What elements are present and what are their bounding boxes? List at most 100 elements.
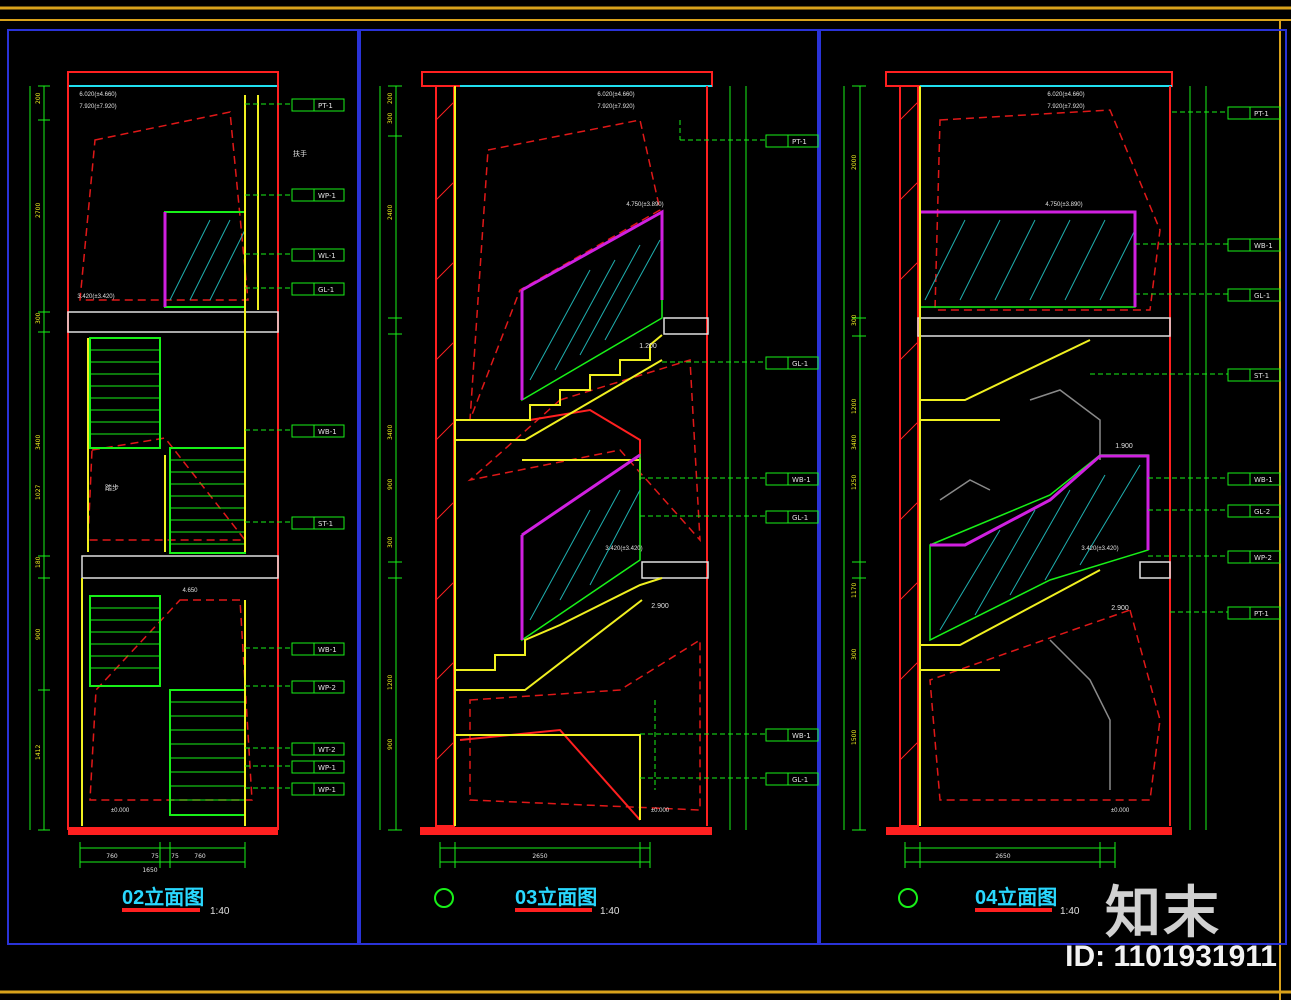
material-tag-02-0: PT-1: [318, 102, 333, 110]
material-tag-04-7: PT-1: [1254, 610, 1269, 618]
material-tag-03-5: GL-1: [792, 776, 808, 784]
dim-left-02-1: 2700: [35, 203, 42, 218]
material-tag-04-4: WB-1: [1254, 476, 1273, 484]
material-tag-03-1-box: [765, 356, 819, 370]
panel-borders: [7, 29, 1287, 945]
grid-marker-a-2: [898, 888, 918, 908]
drawing-title-02: 02立面图: [122, 885, 204, 909]
dim-left-02-0: 200: [35, 92, 42, 104]
drawing-title-03: 03立面图: [515, 885, 597, 909]
dim-left-04-2: 1200: [851, 399, 858, 414]
material-tag-02-5-box: [291, 516, 345, 530]
material-tag-02-1-box: [291, 188, 345, 202]
drawing-labels: 02立面图 1:40 6.020(±4.660) 7.920(±7.920) 3.420…: [35, 92, 1281, 917]
drawing-scale-02: 1:40: [210, 906, 230, 917]
material-tag-03-4: WB-1: [792, 732, 811, 740]
material-tag-02-1: WP-1: [318, 192, 336, 200]
dim-bottom-02-2: 75: [171, 853, 179, 860]
dim-left-04-0: 2000: [851, 155, 858, 170]
dim-bottom-02-3: 760: [194, 853, 206, 860]
material-tag-03-0-box: [765, 134, 819, 148]
dim-left-02-7: 1412: [35, 745, 42, 760]
dim-bottom-03-0: 2650: [532, 853, 547, 860]
dim-left-04-5: 1170: [851, 583, 858, 598]
drawing-scale-03: 1:40: [600, 906, 620, 917]
dim-left-03-2: 2400: [387, 205, 394, 220]
dim-left-04-3: 3400: [851, 435, 858, 450]
dim-left-03-0: 200: [387, 92, 394, 104]
material-tag-04-5-box: [1227, 504, 1281, 518]
dim-bottom-04-0: 2650: [995, 853, 1010, 860]
dim-bottom-02-0: 760: [106, 853, 118, 860]
mid-level-2-04: 3.420(±3.420): [1081, 546, 1118, 552]
top-level-a-02: 6.020(±4.660): [79, 92, 116, 98]
mid-level-2-03: 3.420(±3.420): [605, 546, 642, 552]
material-tag-03-1: GL-1: [792, 360, 808, 368]
dim-left-03-7: 900: [387, 738, 394, 750]
top-level-a-04: 6.020(±4.660): [1047, 92, 1084, 98]
material-tag-02-8-box: [291, 742, 345, 756]
top-level-b-02: 7.920(±7.920): [79, 104, 116, 110]
note-03-0: 2.900: [651, 603, 669, 610]
floor-level-04: ±0.000: [1111, 808, 1130, 814]
mid-level-1-04: 4.750(±3.890): [1045, 202, 1082, 208]
mid-level-1-03: 4.750(±3.890): [626, 202, 663, 208]
material-tag-02-7: WP-2: [318, 684, 336, 692]
drawing-scale-04: 1:40: [1060, 906, 1080, 917]
material-tag-03-2: WB-1: [792, 476, 811, 484]
dim-left-02-6: 900: [35, 628, 42, 640]
dim-left-04-1: 300: [851, 314, 858, 326]
dim-left-02-2: 300: [35, 312, 42, 324]
note-02-1: 踏步: [105, 483, 119, 492]
material-tag-02-2: WL-1: [318, 252, 336, 260]
material-tag-04-4-box: [1227, 472, 1281, 486]
material-tag-02-10-box: [291, 782, 345, 796]
top-level-b-04: 7.920(±7.920): [1047, 104, 1084, 110]
grid-marker-a: [434, 888, 454, 908]
top-level-b-03: 7.920(±7.920): [597, 104, 634, 110]
material-tag-02-6: WB-1: [318, 646, 337, 654]
material-tag-02-4: WB-1: [318, 428, 337, 436]
material-tag-02-3-box: [291, 282, 345, 296]
material-tag-04-0: PT-1: [1254, 110, 1269, 118]
material-tag-02-7-box: [291, 680, 345, 694]
note-03-1: 1.200: [639, 343, 657, 350]
elevation-panel-02: [29, 71, 292, 868]
material-tag-02-5: ST-1: [318, 520, 333, 528]
drawing-title-04: 04立面图: [975, 885, 1057, 909]
elevation-panel-04: [843, 71, 1228, 908]
material-tag-04-7-box: [1227, 606, 1281, 620]
material-tag-04-0-box: [1227, 106, 1281, 120]
material-tag-03-3-box: [765, 510, 819, 524]
note-02-0: 扶手: [293, 149, 307, 158]
material-tag-02-9-box: [291, 760, 345, 774]
dim-left-03-6: 1200: [387, 675, 394, 690]
material-tag-03-0: PT-1: [792, 138, 807, 146]
dim-left-04-6: 300: [851, 648, 858, 660]
material-tag-03-3: GL-1: [792, 514, 808, 522]
material-tag-02-9: WP-1: [318, 764, 336, 772]
material-tag-02-6-box: [291, 642, 345, 656]
mid-level-1-02: 3.420(±3.420): [77, 294, 114, 300]
dim-bottom-02-4: 1650: [142, 867, 157, 874]
elevation-panel-03: [379, 71, 766, 908]
dim-bottom-02-1: 75: [151, 853, 159, 860]
material-tag-04-3: ST-1: [1254, 372, 1269, 380]
dim-left-03-4: 900: [387, 478, 394, 490]
material-tag-02-2-box: [291, 248, 345, 262]
material-tag-03-4-box: [765, 728, 819, 742]
material-tag-04-3-box: [1227, 368, 1281, 382]
material-tag-04-1-box: [1227, 238, 1281, 252]
brand-watermark: 知末: [1105, 881, 1221, 946]
material-tag-02-8: WT-2: [318, 746, 336, 754]
material-tag-02-4-box: [291, 424, 345, 438]
material-tag-02-10: WP-1: [318, 786, 336, 794]
dim-left-04-4: 1250: [851, 475, 858, 490]
material-tag-04-2-box: [1227, 288, 1281, 302]
image-id-label: ID: 1101931911: [1065, 940, 1277, 973]
dim-left-03-1: 300: [387, 112, 394, 124]
material-tag-02-3: GL-1: [318, 286, 334, 294]
note-04-1: 1.900: [1115, 443, 1133, 450]
